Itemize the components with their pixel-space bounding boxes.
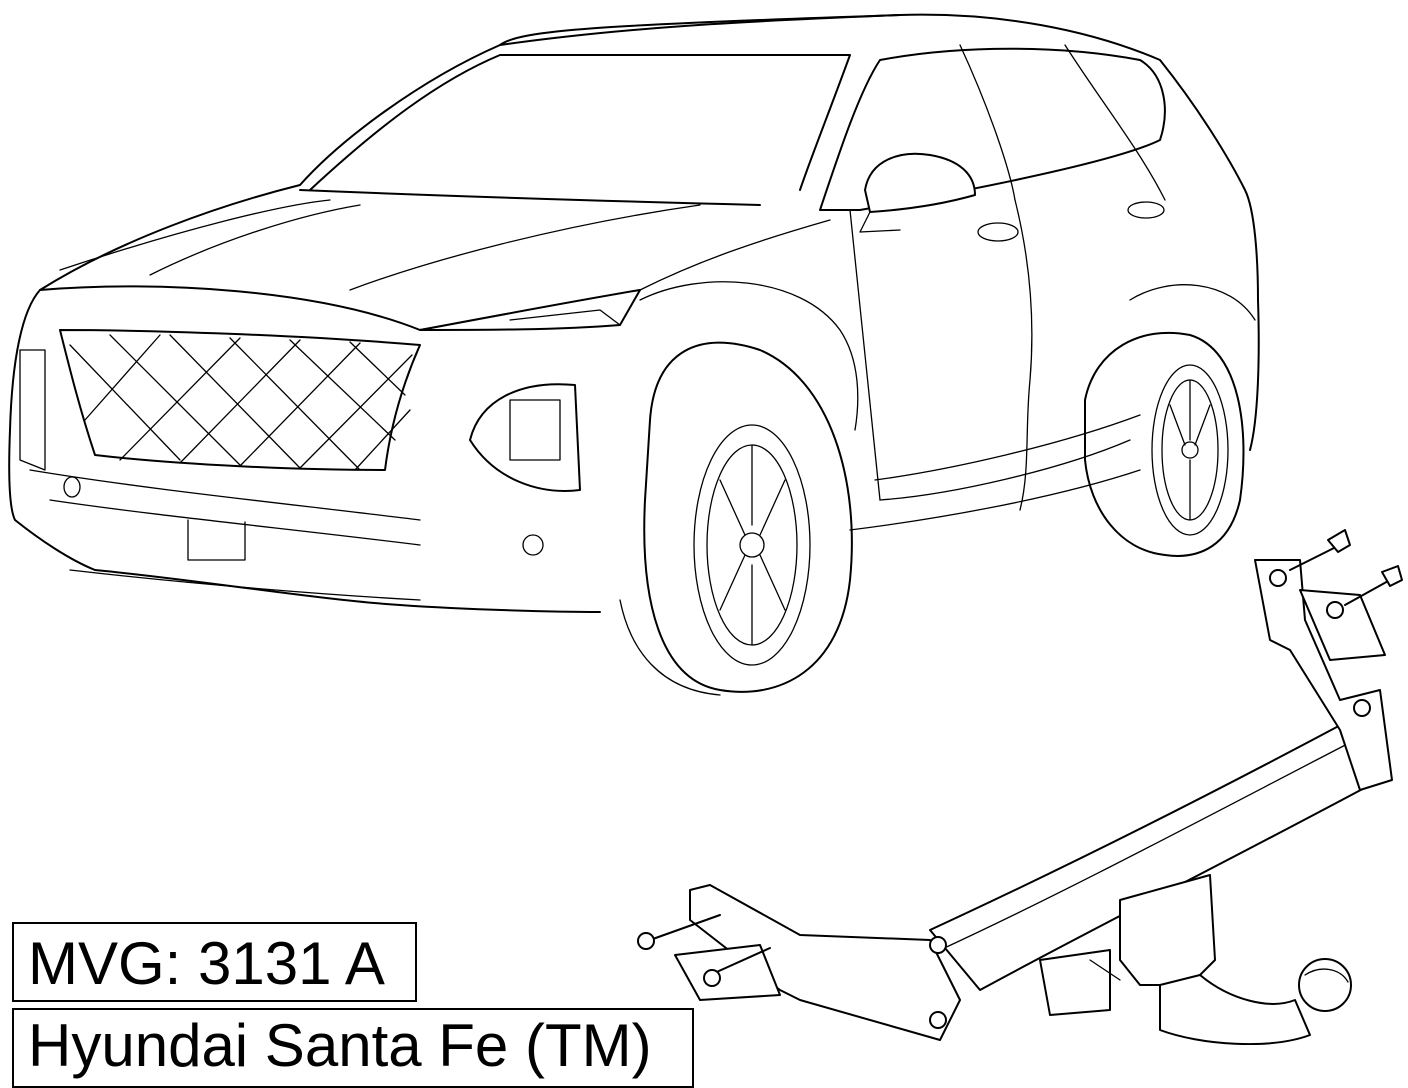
vehicle-model-label: Hyundai Santa Fe (TM) — [12, 1008, 694, 1088]
mvg-label: MVG: 3131 A — [12, 922, 417, 1002]
suv-vehicle-drawing — [8, 13, 1260, 696]
rear-wheel-drawing — [1084, 331, 1245, 557]
front-wheel-drawing — [619, 341, 853, 696]
towbar-assembly-drawing — [637, 529, 1403, 1045]
installation-diagram — [8, 13, 1403, 1045]
